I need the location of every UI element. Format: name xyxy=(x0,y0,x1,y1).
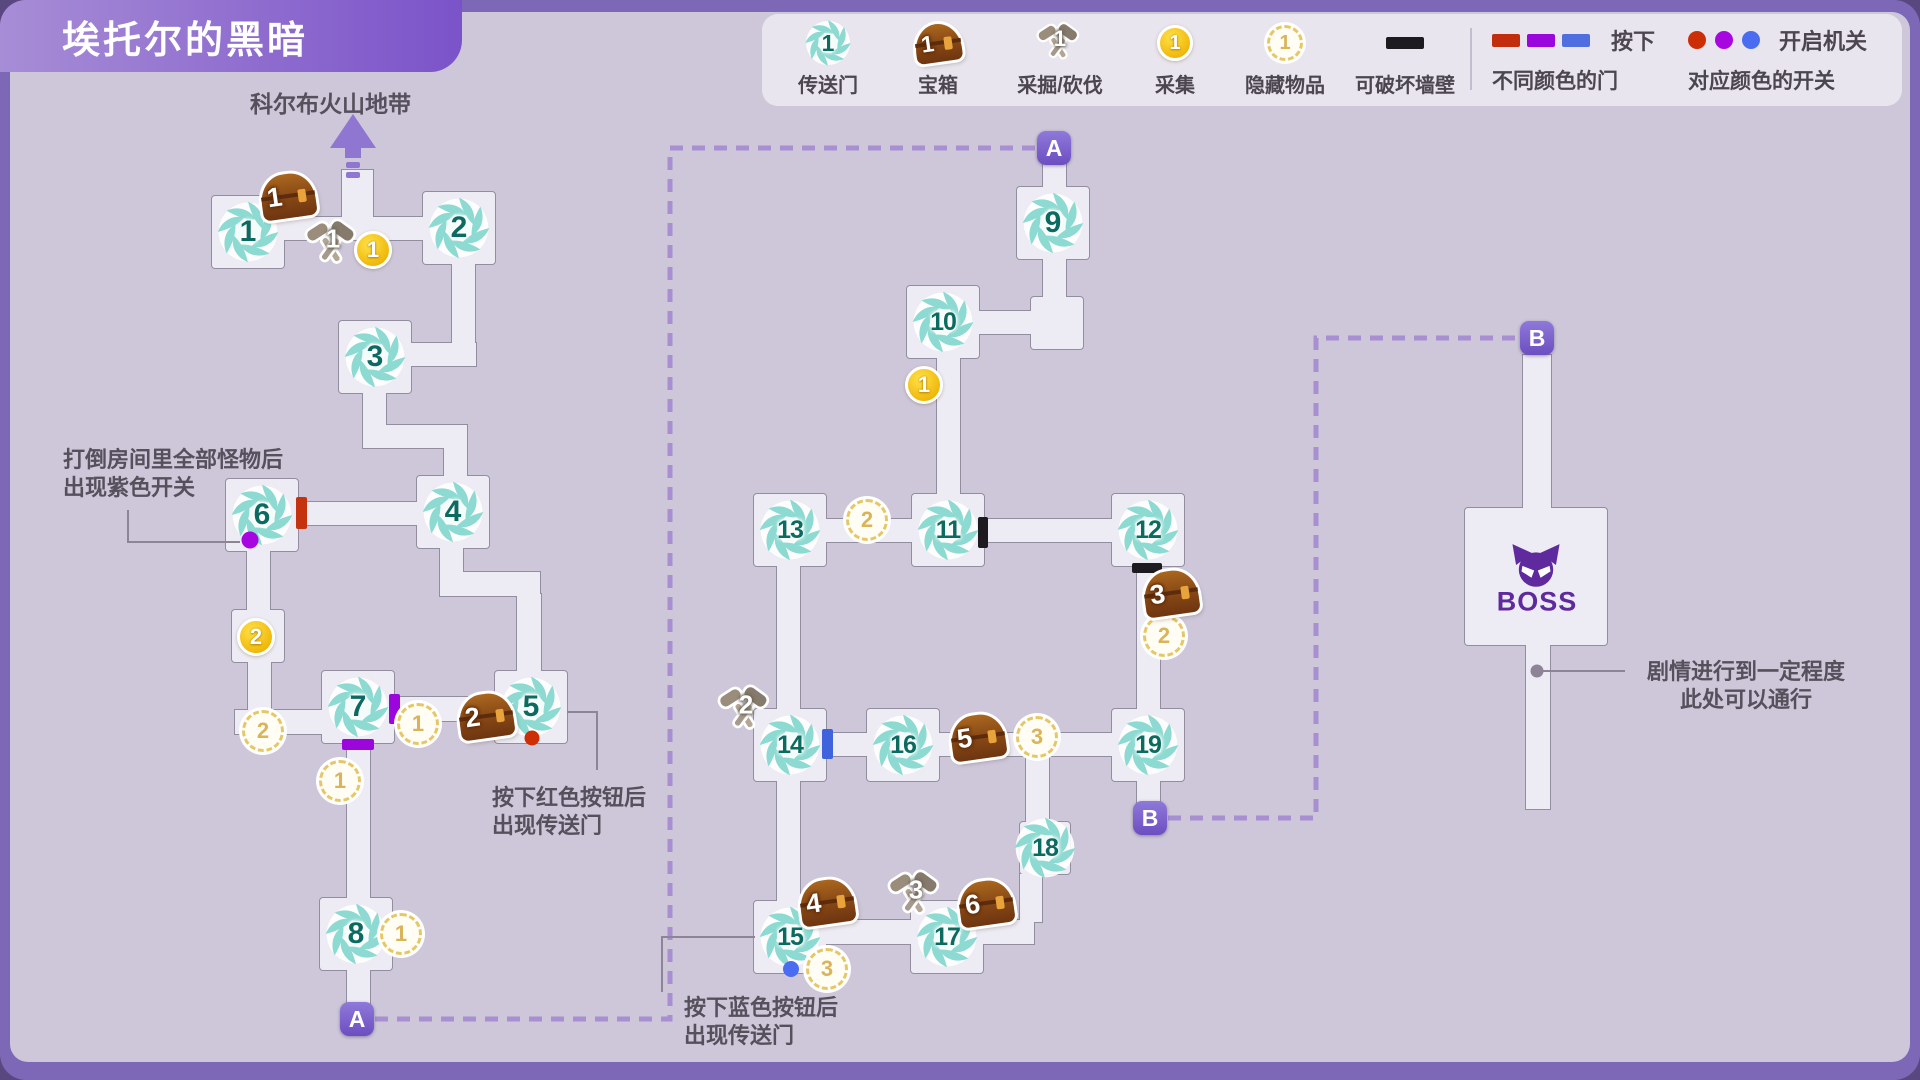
hidden-item-2: 2 xyxy=(1143,615,1185,657)
portal-1: 1 xyxy=(216,200,280,264)
collect-coin-icon: 1 xyxy=(1157,25,1193,61)
switches-label: 对应颜色的开关 xyxy=(1688,70,1835,93)
hidden-item-3: 3 xyxy=(1016,716,1058,758)
red-door xyxy=(296,497,307,529)
marker-b-south: B xyxy=(1133,801,1167,835)
hidden-item-1: 1 xyxy=(397,703,439,745)
portal-icon: 1 xyxy=(804,19,852,67)
legend-switches-section: 开启机关 对应颜色的开关 xyxy=(1688,18,1867,95)
purple-switch-icon xyxy=(1715,31,1733,49)
story-gate-dot xyxy=(1530,664,1544,678)
portal-5: 5 xyxy=(499,675,563,739)
marker-a-north: A xyxy=(1037,131,1071,165)
legend-label: 采集 xyxy=(1155,75,1195,97)
mining-point-2: 2 xyxy=(717,681,775,739)
breakable-wall xyxy=(978,517,988,548)
title-banner: 埃托尔的黑暗 xyxy=(0,0,462,72)
boss-demon-icon xyxy=(1507,542,1565,588)
blue-switch-icon xyxy=(1742,31,1760,49)
note-blue-button: 按下蓝色按钮后 出现传送门 xyxy=(684,995,839,1048)
press-label: 按下 xyxy=(1611,29,1656,54)
portal-15: 15 xyxy=(758,905,822,969)
red-switch-icon xyxy=(1688,31,1706,49)
portal-6: 6 xyxy=(230,483,294,547)
chest-icon: 1 xyxy=(912,20,964,66)
hidden-item-2: 2 xyxy=(242,710,284,752)
red-switch xyxy=(524,730,540,746)
breakable-wall-icon xyxy=(1386,37,1424,49)
legend-item-coin: 1 采集 xyxy=(1119,18,1231,98)
legend-label: 采掘/砍伐 xyxy=(1017,75,1103,97)
purple-door-horizontal xyxy=(342,739,374,750)
exit-label-volcano: 科尔布火山地带 xyxy=(250,91,411,117)
hidden-item-1: 1 xyxy=(380,913,422,955)
blue-switch xyxy=(783,961,799,977)
legend-divider xyxy=(1470,28,1472,90)
portal-3: 3 xyxy=(343,325,407,389)
purple-door-icon xyxy=(1527,33,1555,47)
portal-16: 16 xyxy=(871,713,935,777)
portal-18: 18 xyxy=(1013,816,1077,880)
hidden-item-1: 1 xyxy=(319,760,361,802)
portal-12: 12 xyxy=(1116,498,1180,562)
marker-b-north: B xyxy=(1520,321,1554,355)
collect-point-1: 1 xyxy=(905,366,943,404)
portal-17: 17 xyxy=(915,905,979,969)
note-red-button: 按下红色按钮后 出现传送门 xyxy=(492,785,647,838)
portal-4: 4 xyxy=(421,480,485,544)
portal-2: 2 xyxy=(427,196,491,260)
page-title: 埃托尔的黑暗 xyxy=(62,19,309,62)
purple-switch xyxy=(241,531,259,549)
mining-point-3: 3 xyxy=(887,866,945,924)
legend-item-hidden: 1 隐藏物品 xyxy=(1229,18,1341,98)
portal-10: 10 xyxy=(911,290,975,354)
open-label: 开启机关 xyxy=(1779,29,1868,54)
hidden-item-icon: 1 xyxy=(1267,25,1303,61)
portal-7: 7 xyxy=(326,675,390,739)
doors-label: 不同颜色的门 xyxy=(1492,70,1618,93)
legend-doors-section: 按下 不同颜色的门 xyxy=(1492,18,1655,95)
portal-14: 14 xyxy=(758,713,822,777)
mining-point-1: 1 xyxy=(304,215,362,273)
hidden-item-2: 2 xyxy=(846,499,888,541)
hidden-item-3: 3 xyxy=(806,948,848,990)
blue-door-icon xyxy=(1562,33,1590,47)
legend-label: 可破坏墙壁 xyxy=(1355,75,1455,97)
portal-13: 13 xyxy=(758,498,822,562)
note-purple-switch: 打倒房间里全部怪物后 出现紫色开关 xyxy=(63,447,284,500)
legend-label: 宝箱 xyxy=(918,75,958,97)
collect-point-2: 2 xyxy=(237,618,275,656)
portal-8: 8 xyxy=(324,902,388,966)
breakable-wall xyxy=(1132,563,1162,573)
portal-19: 19 xyxy=(1116,713,1180,777)
legend-item-chest: 1 宝箱 xyxy=(882,18,994,98)
red-door-icon xyxy=(1492,33,1520,47)
blue-door xyxy=(822,729,833,759)
portal-11: 11 xyxy=(916,498,980,562)
purple-door-vertical xyxy=(389,694,400,724)
collect-point-1: 1 xyxy=(354,231,392,269)
marker-a-south: A xyxy=(340,1002,374,1036)
note-boss-path: 剧情进行到一定程度 此处可以通行 xyxy=(1646,659,1845,712)
legend-item-wall: 可破坏墙壁 xyxy=(1349,18,1461,98)
legend-item-mallet: 1 采掘/砍伐 xyxy=(1004,18,1116,98)
boss-label: BOSS xyxy=(1496,586,1578,617)
legend-item-portal: 1 传送门 xyxy=(772,18,884,98)
portal-9: 9 xyxy=(1021,191,1085,255)
legend-label: 传送门 xyxy=(798,75,858,97)
mining-icon: 1 xyxy=(1036,19,1084,67)
legend-label: 隐藏物品 xyxy=(1245,75,1325,97)
